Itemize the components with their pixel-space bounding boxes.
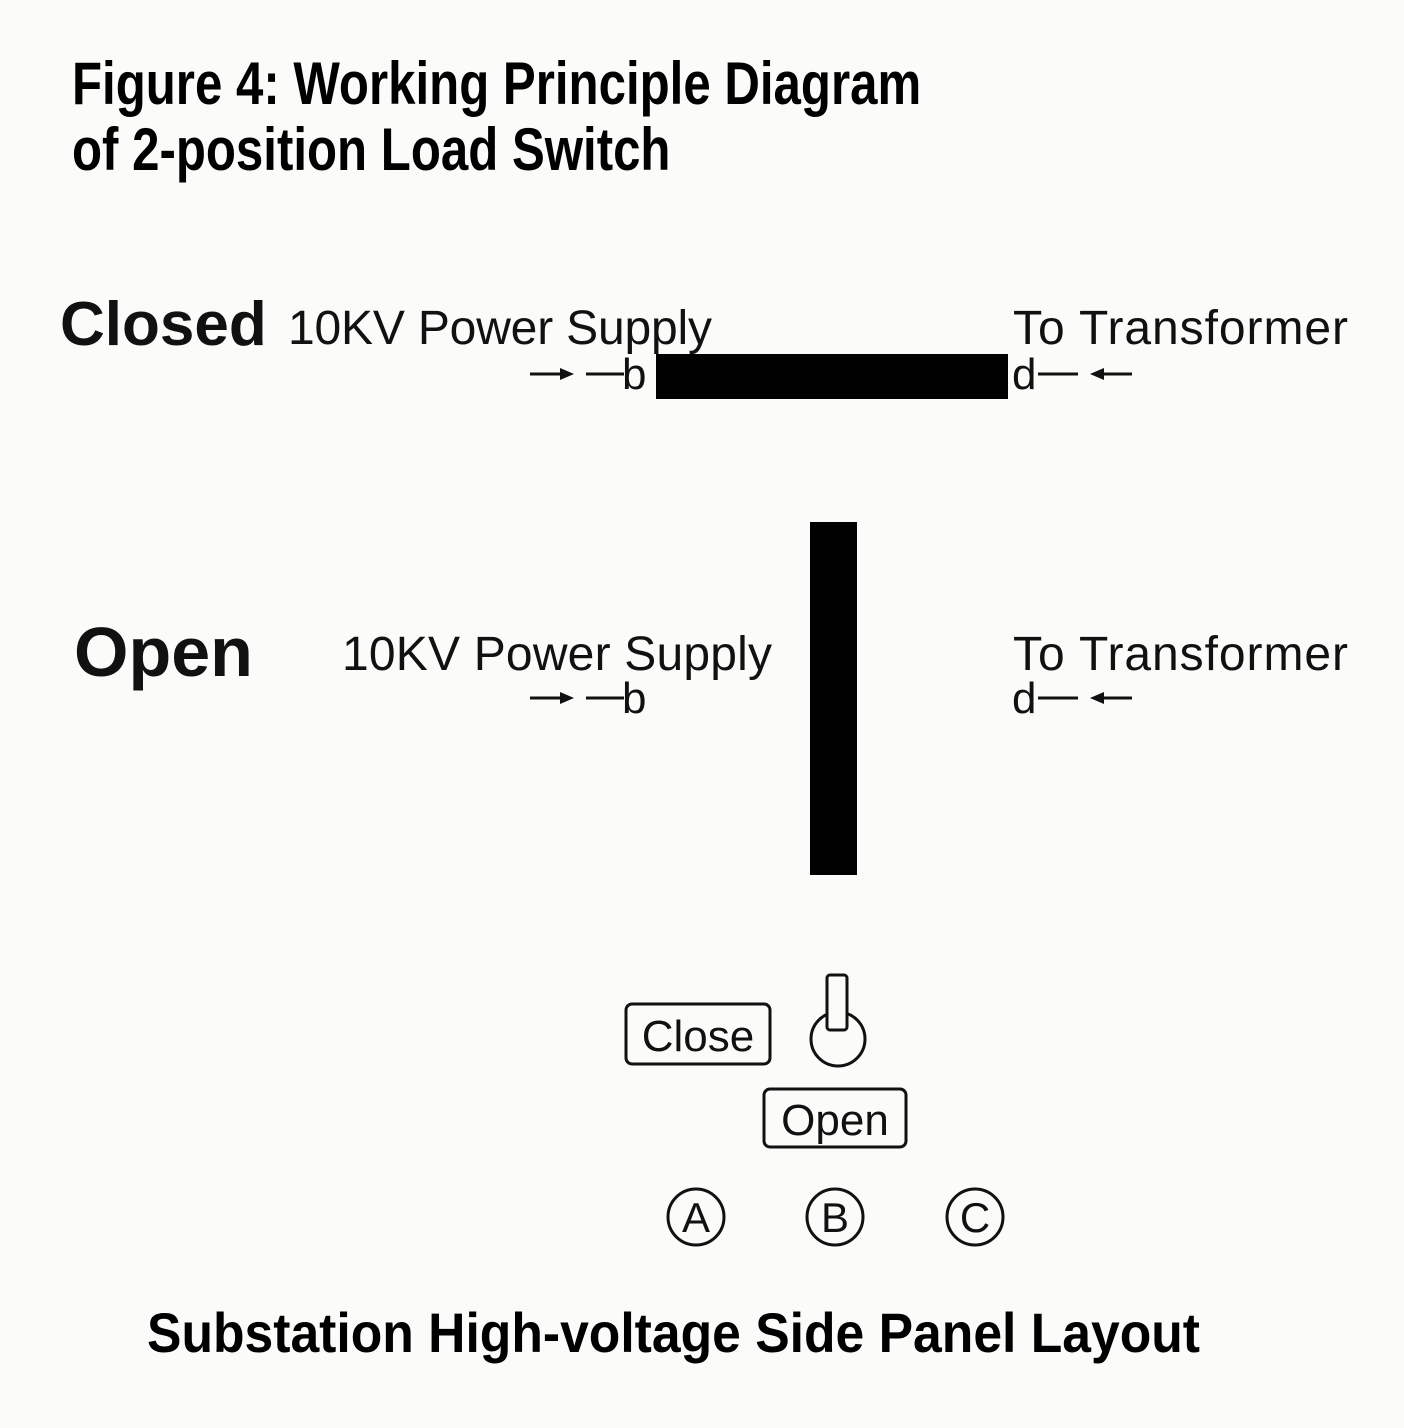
phase-b-indicator: B	[805, 1187, 865, 1247]
open-button-label: Open	[781, 1096, 889, 1145]
closed-target-arrow-icon	[1038, 368, 1132, 380]
open-terminal-d: d	[1012, 674, 1036, 723]
figure-title-line2: of 2-position Load Switch	[72, 115, 670, 183]
closed-switch-blade	[656, 354, 1008, 399]
phase-b-label: B	[821, 1194, 849, 1241]
closed-source-label: 10KV Power Supply	[288, 302, 712, 355]
phase-a-label: A	[682, 1194, 710, 1241]
open-target-arrow-icon	[1038, 692, 1132, 704]
open-source-label: 10KV Power Supply	[342, 628, 772, 681]
closed-source-arrow-icon	[530, 368, 624, 380]
figure-title-line1: Figure 4: Working Principle Diagram	[72, 49, 921, 117]
close-button-label: Close	[642, 1012, 755, 1061]
switch-handle-icon[interactable]	[809, 973, 867, 1068]
panel-caption: Substation High-voltage Side Panel Layou…	[147, 1301, 1200, 1364]
closed-terminal-d: d	[1012, 350, 1036, 399]
phase-a-indicator: A	[666, 1187, 726, 1247]
open-target-label: To Transformer	[1013, 628, 1348, 681]
open-switch-blade	[810, 522, 857, 875]
closed-state-label: Closed	[60, 290, 267, 359]
closed-target-label: To Transformer	[1013, 302, 1348, 355]
close-button[interactable]: Close	[624, 1002, 772, 1066]
open-button[interactable]: Open	[762, 1087, 908, 1149]
closed-terminal-b: b	[622, 350, 646, 399]
open-source-arrow-icon	[530, 692, 624, 704]
phase-c-indicator: C	[945, 1187, 1005, 1247]
phase-c-label: C	[960, 1194, 990, 1241]
open-terminal-b: b	[622, 674, 646, 723]
open-state-label: Open	[74, 613, 253, 691]
